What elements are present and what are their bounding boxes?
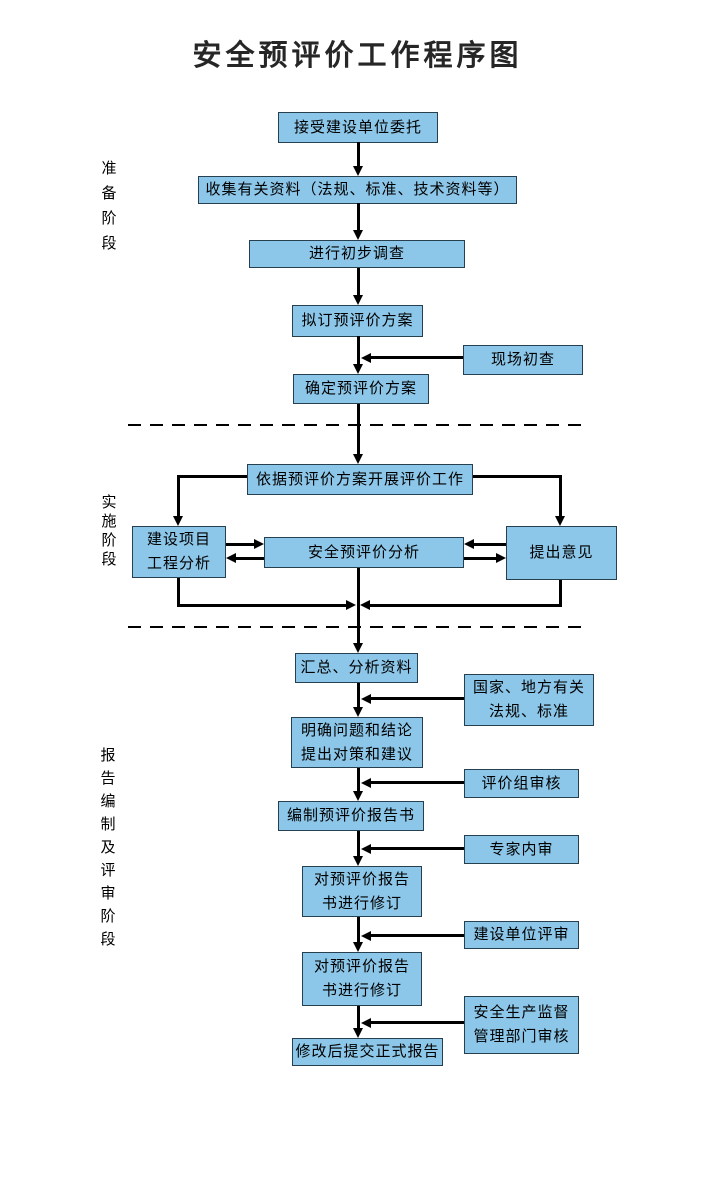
node-group-review: 评价组审核 [464, 769, 579, 798]
connector-groupreview-merge [371, 781, 464, 784]
connector-carryout-left-h [180, 475, 247, 478]
arrowhead-safety-to-project [226, 553, 236, 563]
arrowhead-authorityreview-merge [361, 1018, 371, 1028]
arrowhead-laws-merge [361, 694, 371, 704]
connector-safety-summarize [357, 568, 360, 643]
arrowhead-collect-survey [353, 230, 363, 240]
node-draft-plan: 拟订预评价方案 [292, 305, 423, 337]
node-safety-analysis: 安全预评价分析 [264, 537, 464, 568]
connector-carryout-right-v [559, 475, 562, 516]
connector-summarize-clarify [357, 683, 360, 707]
connector-carryout-left-v [177, 475, 180, 516]
node-accept-commission: 接受建设单位委托 [278, 112, 438, 143]
arrowhead-opinions-to-safety [464, 539, 474, 549]
node-submit-final-report: 修改后提交正式报告 [292, 1038, 443, 1066]
connector-project-merge-v [177, 578, 180, 607]
connector-opinions-merge-h [370, 604, 562, 607]
arrowhead-clarify-compile [353, 791, 363, 801]
node-carry-out-evaluation: 依据预评价方案开展评价工作 [247, 464, 473, 495]
arrowhead-sitecheck-merge [361, 353, 371, 363]
connector-opinions-to-safety [474, 543, 506, 546]
node-revise-report-2: 对预评价报告 书进行修订 [302, 952, 422, 1006]
arrowhead-expertreview-merge [361, 844, 371, 854]
connector-opinions-merge-v [559, 580, 562, 607]
arrowhead-opinions-merge [360, 600, 370, 610]
arrowhead-revise1-revise2 [353, 942, 363, 952]
node-raise-opinions: 提出意见 [506, 526, 617, 580]
connector-safety-to-project [236, 557, 264, 560]
connector-clarify-compile [357, 768, 360, 791]
connector-clientreview-merge [371, 934, 464, 937]
connector-project-merge-h [180, 604, 346, 607]
stage-label-implementation: 实施阶段 [101, 494, 117, 568]
node-collect-materials: 收集有关资料（法规、标准、技术资料等） [198, 176, 517, 204]
arrowhead-carryout-opinions [555, 516, 565, 526]
connector-project-to-safety [226, 543, 254, 546]
arrowhead-accept-collect [353, 166, 363, 176]
connector-expertreview-merge [371, 847, 464, 850]
node-client-review: 建设单位评审 [464, 921, 579, 949]
connector-revise1-revise2 [357, 917, 360, 942]
arrowhead-revise2-submit [353, 1028, 363, 1038]
connector-authorityreview-merge [371, 1021, 464, 1024]
node-project-analysis: 建设项目 工程分析 [132, 526, 226, 578]
node-revise-report-1: 对预评价报告 书进行修订 [302, 866, 422, 917]
connector-laws-merge [371, 697, 464, 700]
connector-draftplan-confirmplan [357, 336, 360, 364]
connector-accept-collect [357, 142, 360, 166]
arrowhead-groupreview-merge [361, 778, 371, 788]
page-title: 安全预评价工作程序图 [192, 40, 523, 72]
stage-label-reporting: 报告编制及评审阶段 [100, 747, 116, 948]
arrowhead-clientreview-merge [361, 931, 371, 941]
stage-label-preparation: 准备阶段 [101, 160, 117, 252]
node-laws-standards: 国家、地方有关 法规、标准 [464, 674, 594, 726]
node-summarize-data: 汇总、分析资料 [295, 653, 418, 683]
connector-compile-revise1 [357, 831, 360, 856]
arrowhead-project-to-safety [254, 539, 264, 549]
arrowhead-compile-revise1 [353, 856, 363, 866]
connector-safety-to-opinions [464, 557, 496, 560]
arrowhead-carryout-projectanalysis [173, 516, 183, 526]
node-preliminary-survey: 进行初步调查 [249, 240, 465, 268]
node-confirm-plan: 确定预评价方案 [293, 374, 429, 404]
node-expert-review: 专家内审 [464, 835, 579, 864]
connector-survey-draftplan [357, 268, 360, 295]
connector-carryout-right-h [473, 475, 562, 478]
arrowhead-safety-summarize [353, 643, 363, 653]
node-site-check: 现场初查 [463, 345, 583, 375]
arrowhead-summarize-clarify [353, 707, 363, 717]
node-clarify-conclusions: 明确问题和结论 提出对策和建议 [291, 717, 423, 768]
arrowhead-project-merge [346, 600, 356, 610]
arrowhead-draftplan-confirmplan [353, 364, 363, 374]
connector-confirmplan-carryout [357, 404, 360, 454]
node-authority-review: 安全生产监督 管理部门审核 [464, 996, 579, 1054]
connector-collect-survey [357, 203, 360, 230]
arrowhead-safety-to-opinions [496, 553, 506, 563]
connector-revise2-submit [357, 1006, 360, 1028]
node-compile-report: 编制预评价报告书 [278, 801, 424, 831]
connector-sitecheck-merge [371, 356, 463, 359]
arrowhead-confirmplan-carryout [353, 454, 363, 464]
arrowhead-survey-draftplan [353, 295, 363, 305]
